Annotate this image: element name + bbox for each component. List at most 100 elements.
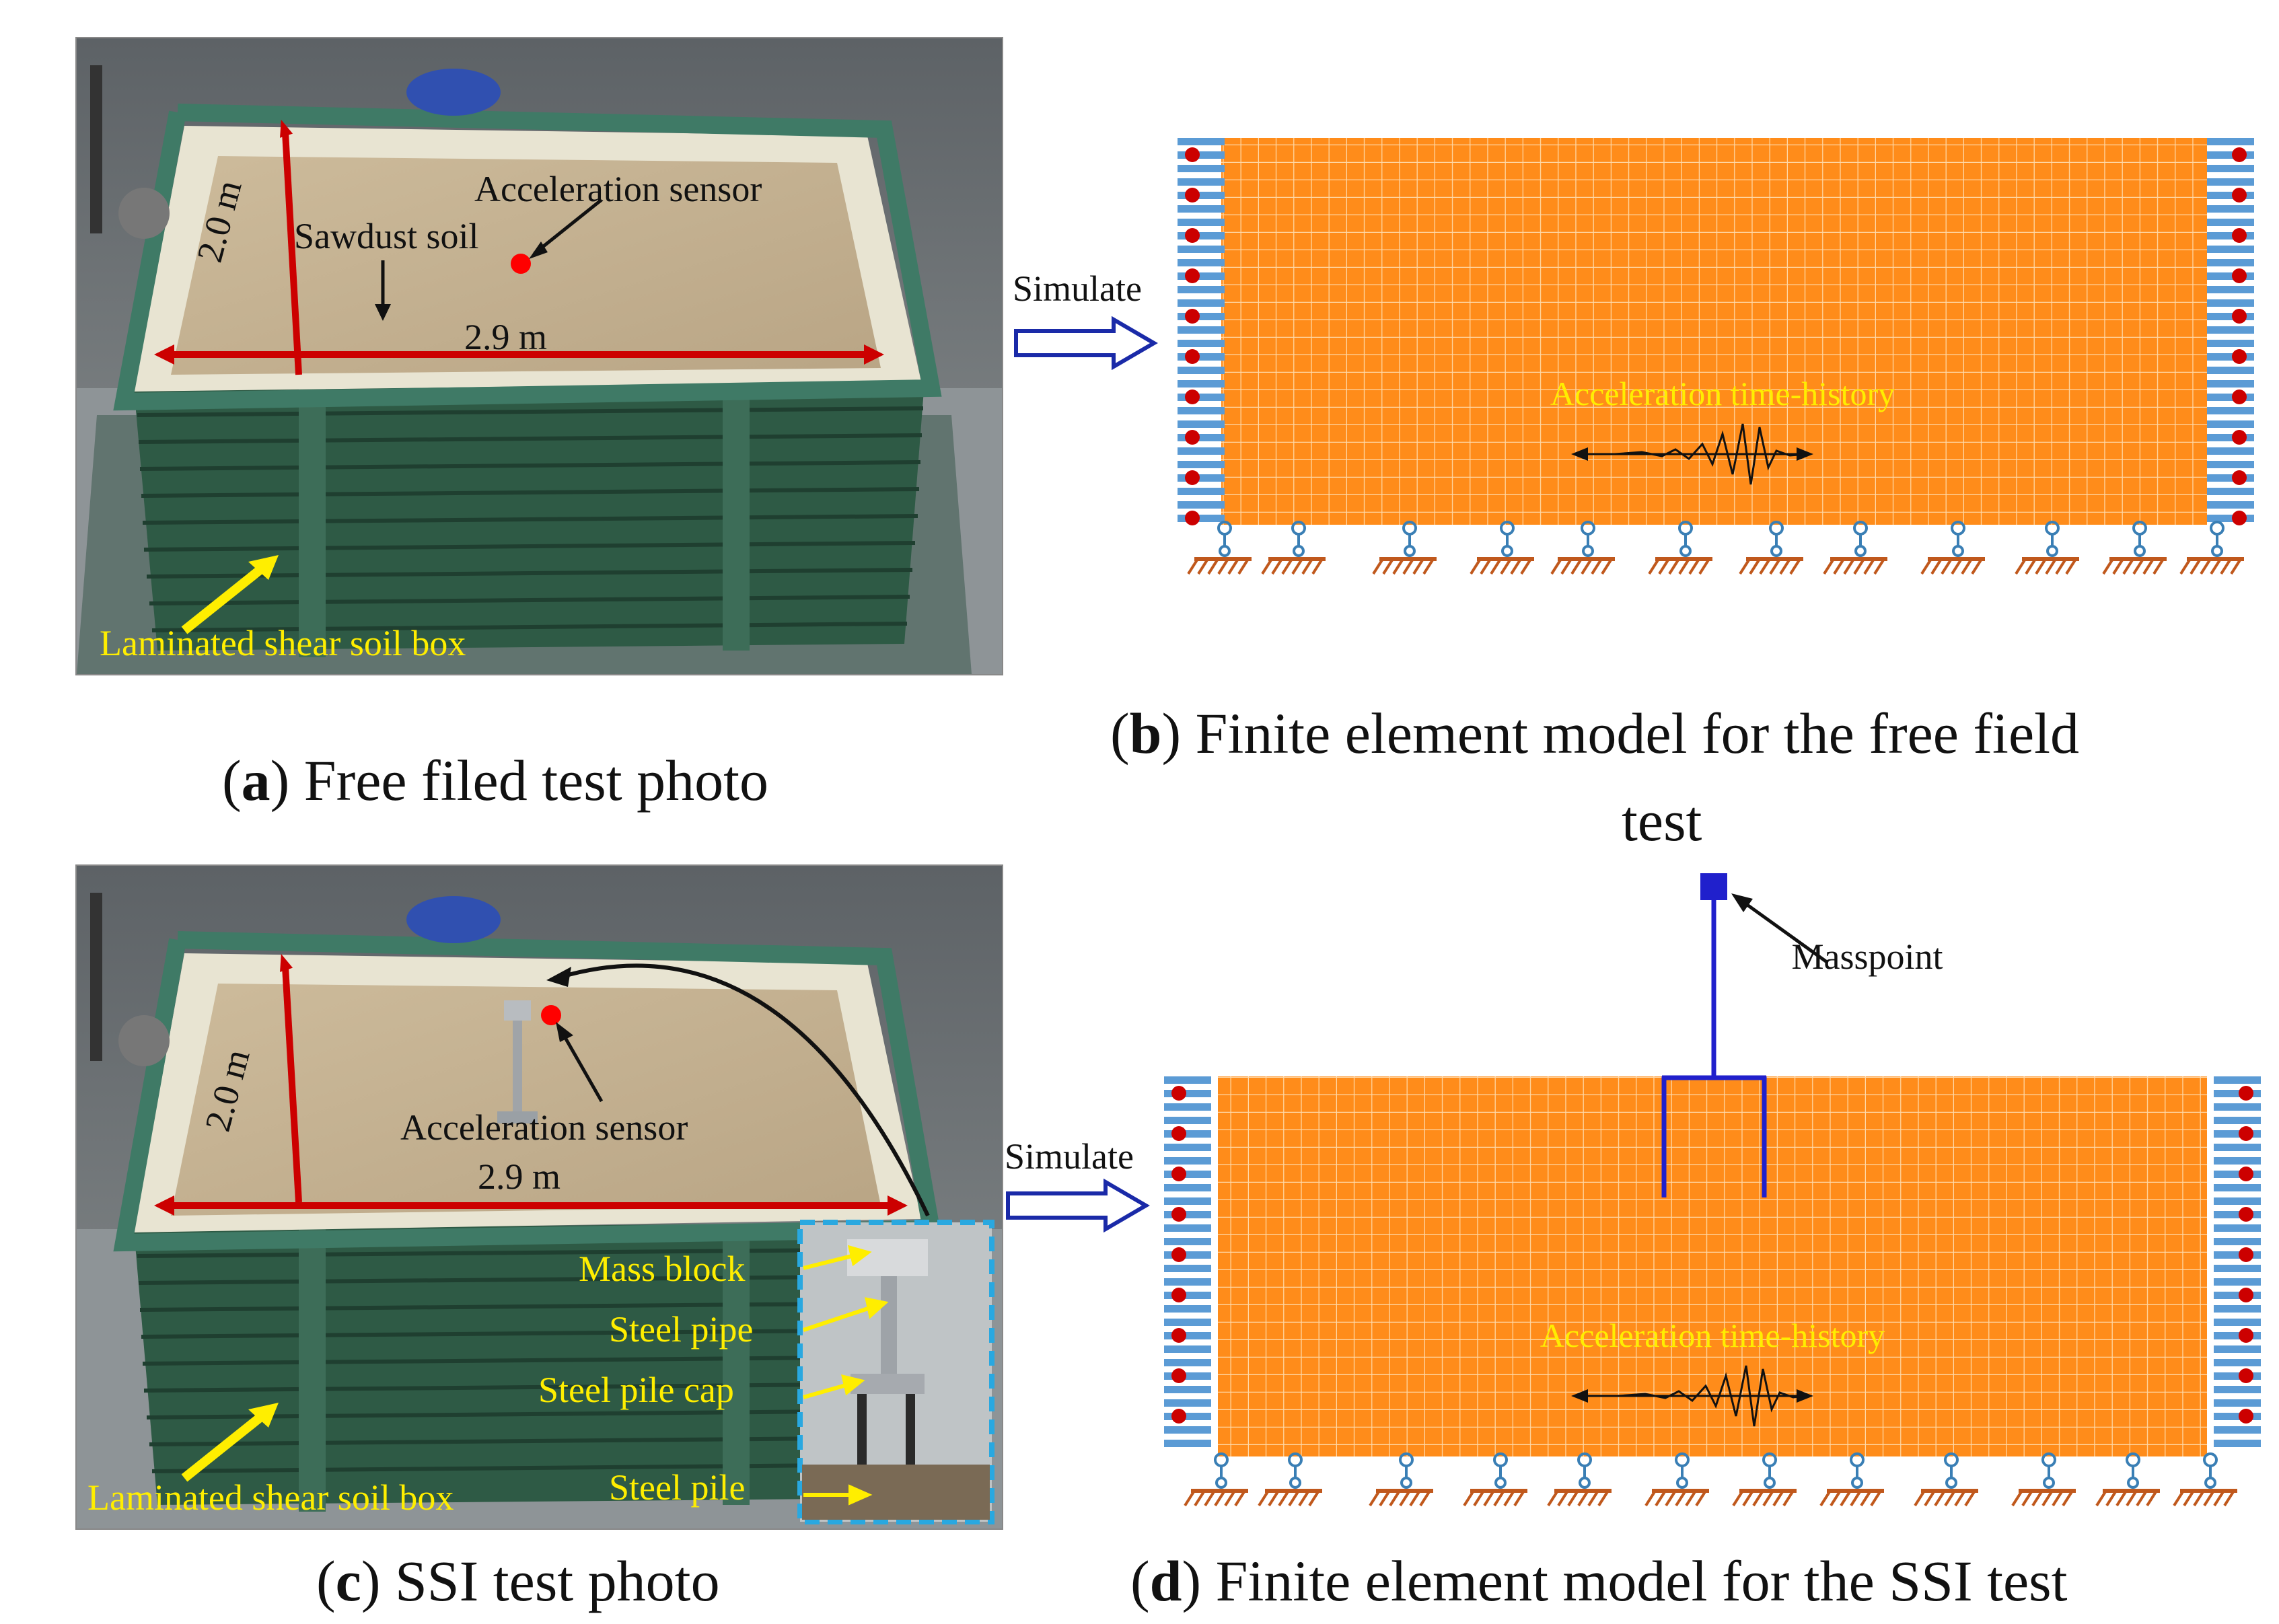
- caption-c: (c) SSI test photo: [316, 1549, 720, 1613]
- caption-a: (a) Free filed test photo: [222, 748, 769, 813]
- boundary-damper: [2232, 470, 2247, 485]
- boundary-spring: [2207, 353, 2254, 361]
- label-length-a: 2.9 m: [464, 317, 548, 357]
- boundary-spring: [2207, 299, 2254, 307]
- boundary-spring: [1178, 192, 1225, 199]
- support-hatch: [2179, 558, 2192, 575]
- boundary-spring: [1164, 1440, 1211, 1447]
- support-hatch: [2210, 558, 2222, 575]
- laminate-layers-c: [137, 1247, 924, 1473]
- label-laminated-box-a: Laminated shear soil box: [100, 623, 466, 663]
- support-hatch: [1961, 558, 1973, 575]
- boundary-spring: [1178, 165, 1225, 172]
- support-hatch: [2153, 558, 2165, 575]
- support-hatch: [1830, 1489, 1842, 1507]
- support-hatch: [1591, 558, 1603, 575]
- boundary-spring: [2214, 1292, 2261, 1299]
- inset-label-mass-block: Mass block: [579, 1249, 746, 1289]
- boundary-spring: [2207, 313, 2254, 320]
- support-hatch: [1227, 558, 1239, 575]
- boundary-damper: [1171, 1288, 1186, 1302]
- support-hatch: [2062, 1489, 2074, 1507]
- boundary-spring: [2214, 1157, 2261, 1165]
- support-hatch: [1782, 1489, 1795, 1507]
- boundary-damper: [2239, 1126, 2253, 1141]
- label-laminated-box-c: Laminated shear soil box: [87, 1477, 454, 1518]
- boundary-spring: [2207, 447, 2254, 455]
- support-hatch: [1372, 558, 1384, 575]
- support-hatch: [2035, 558, 2047, 575]
- support-hatch: [1577, 1489, 1589, 1507]
- boundary-spring: [1164, 1413, 1211, 1420]
- boundary-damper: [2232, 430, 2247, 445]
- boundary-spring: [2214, 1386, 2261, 1393]
- support-hatch: [2132, 558, 2144, 575]
- boundary-spring: [2207, 219, 2254, 226]
- boundary-spring: [2214, 1238, 2261, 1245]
- support-hatch: [1389, 1489, 1401, 1507]
- boundary-damper: [2239, 1167, 2253, 1181]
- support-hatch: [1934, 1489, 1946, 1507]
- support-hatch: [1311, 558, 1324, 575]
- acceleration-sensor-dot-c: [541, 1005, 561, 1025]
- support-hatch: [1749, 558, 1761, 575]
- support-pin-lower: [1579, 1477, 1591, 1489]
- boundary-damper: [2232, 390, 2247, 404]
- support-hatch: [2220, 558, 2232, 575]
- support-pin-lower: [1679, 545, 1692, 557]
- boundary-spring: [1178, 474, 1225, 482]
- label-length-c: 2.9 m: [478, 1156, 561, 1197]
- caption-b-line1: (b) Finite element model for the free fi…: [1110, 701, 2080, 766]
- support-hatch: [2193, 1489, 2205, 1507]
- boundary-damper: [1171, 1207, 1186, 1222]
- boundary-spring: [1164, 1171, 1211, 1178]
- support-hatch: [2045, 558, 2057, 575]
- support-hatch: [1473, 1489, 1485, 1507]
- fe-model-free-field: Acceleration time-history: [1178, 138, 2254, 575]
- support-hatch: [1369, 1489, 1381, 1507]
- boundary-spring: [2214, 1144, 2261, 1151]
- boundary-spring: [2207, 138, 2254, 145]
- boundary-spring: [1178, 420, 1225, 428]
- boundary-spring: [1178, 447, 1225, 455]
- support-hatch: [1601, 558, 1613, 575]
- support-hatch: [2173, 1489, 2185, 1507]
- support-hatch: [1184, 1489, 1196, 1507]
- accel-label-b: Acceleration time-history: [1550, 375, 1895, 412]
- boundary-spring: [2207, 501, 2254, 509]
- boundary-spring: [2214, 1103, 2261, 1111]
- boundary-spring: [2214, 1413, 2261, 1420]
- support-hatch: [1920, 558, 1932, 575]
- boundary-spring: [2214, 1426, 2261, 1434]
- boundary-spring: [1164, 1224, 1211, 1232]
- support-hatch: [1261, 558, 1273, 575]
- support-hatch: [1752, 1489, 1764, 1507]
- support-hatch: [1301, 558, 1313, 575]
- boundary-spring: [1164, 1117, 1211, 1124]
- boundary-spring: [1178, 138, 1225, 145]
- support-hatch: [1490, 558, 1502, 575]
- support-hatch: [1207, 558, 1219, 575]
- free-field-test-photo: [75, 37, 1003, 675]
- bottom-supports-b: [1187, 521, 2244, 575]
- boundary-damper: [1171, 1086, 1186, 1101]
- support-hatch: [1382, 558, 1394, 575]
- boundary-damper: [2232, 349, 2247, 364]
- support-pin-lower: [2204, 1477, 2216, 1489]
- acceleration-sensor-dot: [511, 254, 531, 274]
- bottom-supports-d: [1184, 1452, 2237, 1507]
- boundary-spring: [1164, 1090, 1211, 1097]
- boundary-spring: [1164, 1292, 1211, 1299]
- support-hatch: [1930, 558, 1943, 575]
- label-acceleration-sensor-c: Acceleration sensor: [400, 1107, 688, 1148]
- support-hatch: [1298, 1489, 1310, 1507]
- right-boundary-b: [2207, 138, 2254, 525]
- boundary-spring: [1178, 286, 1225, 293]
- support-hatch: [2025, 558, 2037, 575]
- support-hatch: [1873, 558, 1885, 575]
- support-hatch: [1655, 1489, 1667, 1507]
- inset-steel-pipe: [881, 1276, 897, 1374]
- pile-structure-d: [1661, 873, 1767, 1197]
- width-dimension-line: [282, 132, 302, 375]
- boundary-spring: [1178, 232, 1225, 239]
